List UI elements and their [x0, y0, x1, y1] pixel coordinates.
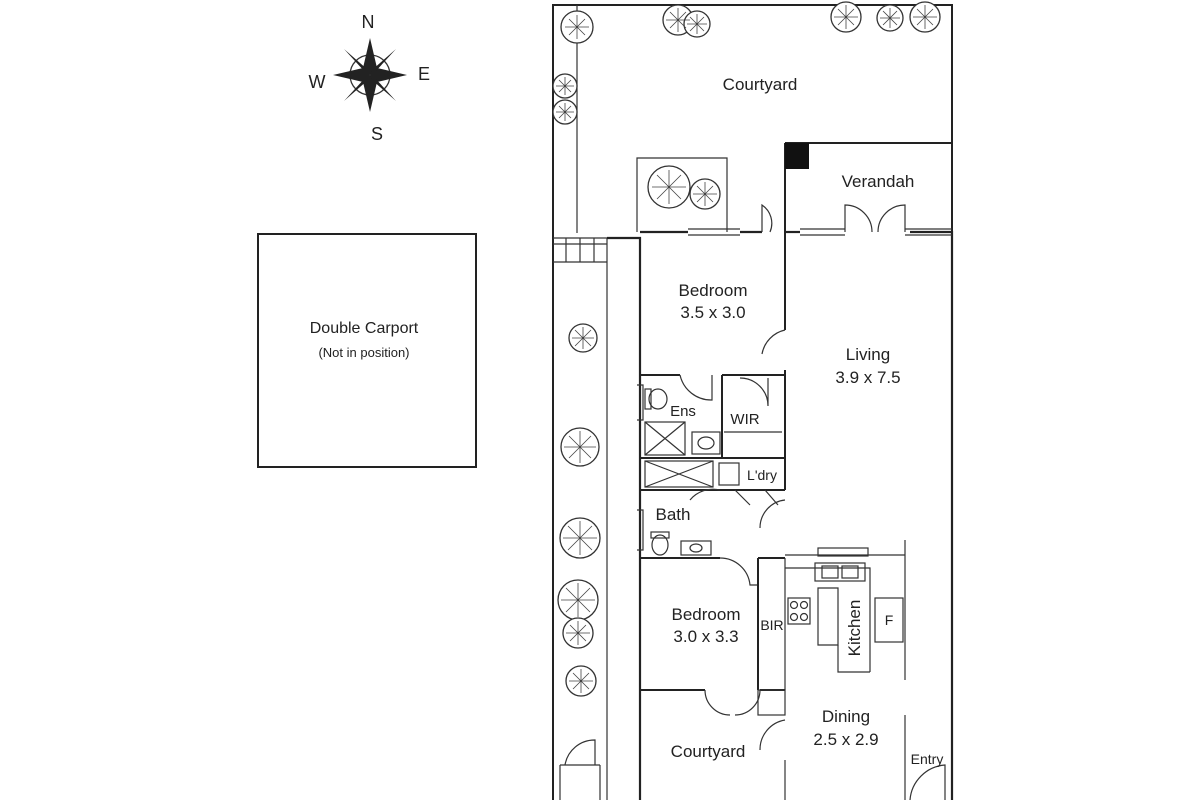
compass-west-label: W: [309, 72, 326, 92]
ens-label: Ens: [670, 403, 696, 420]
carport-note: (Not in position): [318, 345, 409, 360]
living-size-label: 3.9 x 7.5: [835, 368, 900, 387]
compass-south-label: S: [371, 124, 383, 144]
bedroom1-size-label: 3.5 x 3.0: [680, 303, 745, 322]
kitchen-label: Kitchen: [845, 600, 864, 657]
bir-label: BIR: [760, 617, 783, 633]
compass-east-label: E: [418, 64, 430, 84]
bedroom1-name-label: Bedroom: [679, 281, 748, 300]
fridge-label: F: [885, 612, 894, 628]
site-boundary: [552, 4, 953, 800]
wir-label: WIR: [730, 411, 759, 428]
courtyard-bottom-label: Courtyard: [671, 742, 746, 761]
courtyard-top-label: Courtyard: [723, 75, 798, 94]
entry-label: Entry: [911, 751, 944, 767]
verandah-label: Verandah: [842, 172, 915, 191]
compass-rose-icon: [333, 38, 407, 112]
landscaping-trees: [552, 1, 941, 697]
bedroom2-name-label: Bedroom: [672, 605, 741, 624]
bath-label: Bath: [656, 505, 691, 524]
carport-title: Double Carport: [310, 320, 419, 337]
compass-north-label: N: [362, 12, 375, 32]
laundry-label: L'dry: [747, 467, 777, 483]
bedroom2-size-label: 3.0 x 3.3: [673, 627, 738, 646]
house-walls: [607, 142, 954, 800]
carport-outline: [257, 233, 477, 468]
dining-name-label: Dining: [822, 707, 870, 726]
dining-size-label: 2.5 x 2.9: [813, 730, 878, 749]
living-name-label: Living: [846, 345, 890, 364]
